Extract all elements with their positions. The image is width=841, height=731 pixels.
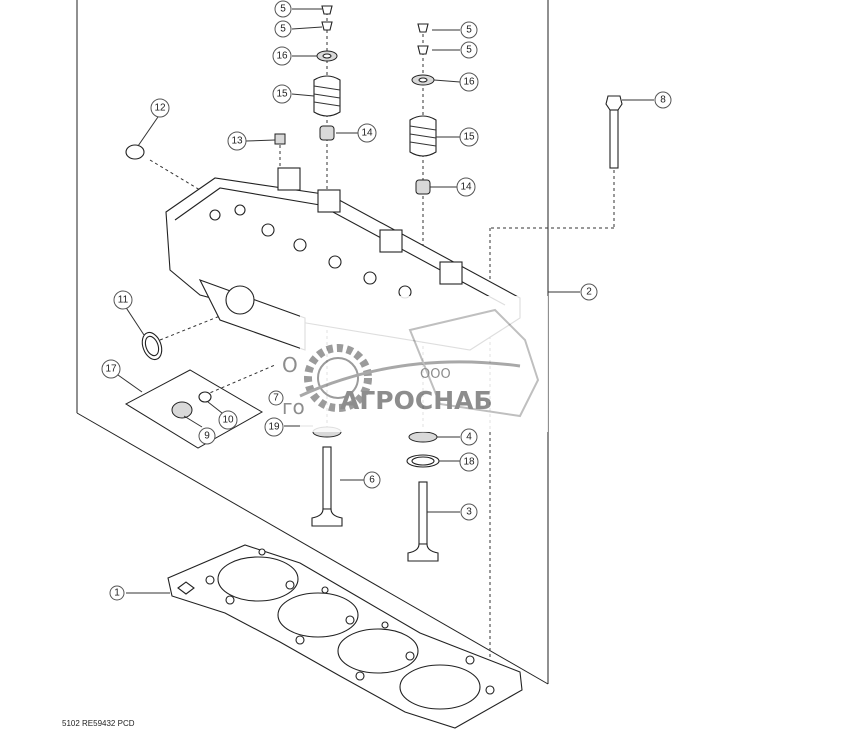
- svg-text:5: 5: [280, 4, 286, 15]
- svg-text:3: 3: [466, 507, 472, 518]
- valve-inserts: [312, 426, 440, 468]
- callout-9: 9: [198, 427, 216, 445]
- callout-5: 5: [274, 0, 292, 18]
- callout-17: 17: [101, 359, 121, 379]
- head-gasket: [167, 544, 523, 729]
- svg-text:15: 15: [276, 89, 288, 100]
- svg-text:4: 4: [466, 432, 472, 443]
- svg-text:13: 13: [231, 136, 243, 147]
- svg-text:5: 5: [280, 24, 286, 35]
- svg-text:8: 8: [660, 95, 666, 106]
- callout-11: 11: [113, 290, 133, 310]
- plug-and-seal: [125, 144, 163, 361]
- svg-text:14: 14: [361, 128, 373, 139]
- callout-14: 14: [456, 177, 476, 197]
- callout-16: 16: [272, 46, 292, 66]
- valve-train-left: [274, 5, 341, 145]
- svg-text:19: 19: [268, 422, 280, 433]
- svg-text:15: 15: [463, 132, 475, 143]
- callout-6: 6: [363, 471, 381, 489]
- svg-text:7: 7: [273, 393, 279, 404]
- valves: [311, 446, 439, 562]
- watermark-prefix: ООО: [420, 367, 451, 382]
- svg-text:17: 17: [105, 364, 117, 375]
- leader-lines: [117, 8, 654, 594]
- callout-12: 12: [150, 98, 170, 118]
- callout-19: 19: [264, 417, 284, 437]
- drawing-reference-code: 5102 RE59432 PCD: [62, 719, 135, 728]
- callout-7: 7: [268, 390, 284, 406]
- watermark-partial-1: О: [282, 353, 298, 377]
- callout-10: 10: [218, 410, 238, 430]
- callout-3: 3: [460, 503, 478, 521]
- callout-15: 15: [272, 84, 292, 104]
- callout-4: 4: [460, 428, 478, 446]
- callout-2: 2: [580, 283, 598, 301]
- svg-text:6: 6: [369, 475, 375, 486]
- callout-13: 13: [227, 131, 247, 151]
- callout-1: 1: [109, 585, 125, 601]
- watermark-partial-2: го: [282, 395, 305, 419]
- svg-text:9: 9: [204, 431, 210, 442]
- watermark-company: АГРОСНАБ: [340, 386, 493, 415]
- callout-8: 8: [654, 91, 672, 109]
- callout-14: 14: [357, 123, 377, 143]
- svg-text:5: 5: [466, 25, 472, 36]
- callouts: 5 5 16 15 14 13 5 5 16 15 14 8 12 11 17 …: [101, 0, 672, 601]
- kit-box: [124, 369, 264, 449]
- callout-5: 5: [274, 20, 292, 38]
- svg-text:11: 11: [118, 295, 129, 306]
- svg-text:14: 14: [460, 182, 472, 193]
- valve-train-right: [409, 23, 437, 195]
- head-bolt: [605, 95, 623, 169]
- callout-5: 5: [460, 41, 478, 59]
- callout-16: 16: [459, 72, 479, 92]
- callout-5: 5: [460, 21, 478, 39]
- svg-text:12: 12: [154, 103, 166, 114]
- callout-15: 15: [459, 127, 479, 147]
- svg-text:2: 2: [586, 287, 592, 298]
- svg-text:1: 1: [114, 588, 120, 599]
- svg-text:16: 16: [276, 51, 288, 62]
- svg-text:18: 18: [463, 457, 475, 468]
- callout-18: 18: [459, 452, 479, 472]
- watermark: ООО АГРОСНАБ О го: [282, 296, 548, 432]
- svg-text:16: 16: [463, 77, 475, 88]
- svg-text:5: 5: [466, 45, 472, 56]
- svg-text:10: 10: [222, 415, 234, 426]
